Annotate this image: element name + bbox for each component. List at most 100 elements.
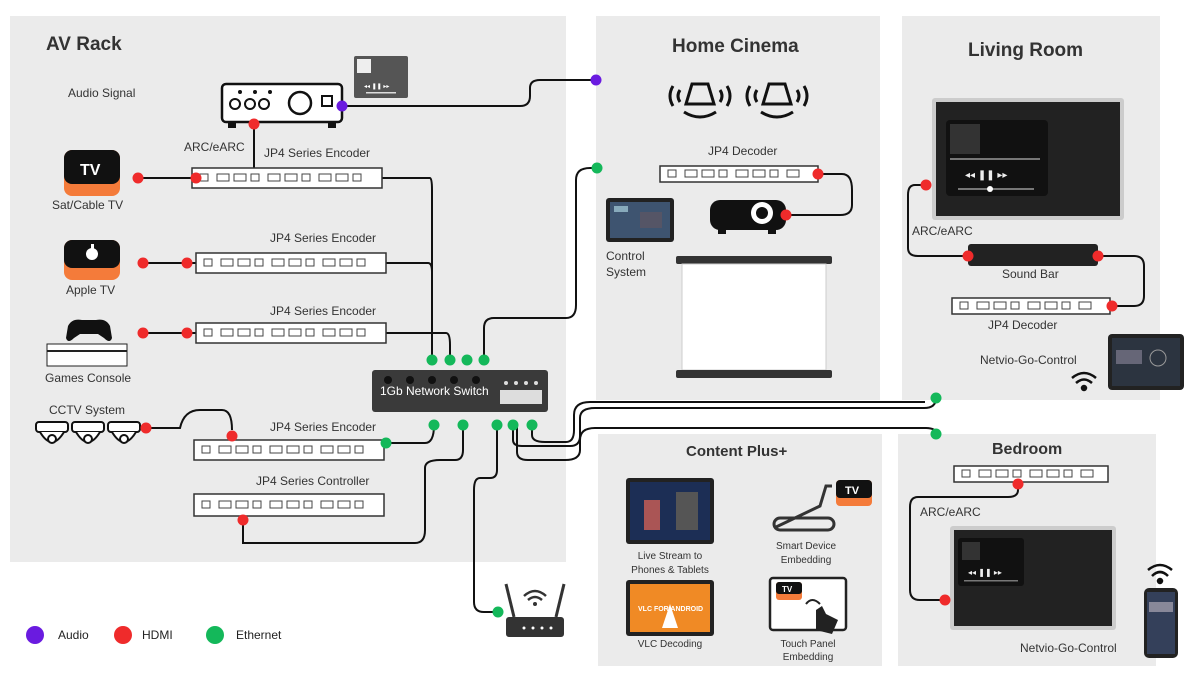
encoder-units (191, 165, 1111, 517)
smart-device-treadmill (772, 480, 872, 532)
cctv-label: CCTV System (49, 403, 126, 417)
ethernet-connector-dot (461, 354, 473, 366)
vlc-label: VLC Decoding (637, 639, 703, 650)
encoder-3 (195, 322, 387, 344)
network-switch (372, 370, 548, 412)
sound-bar-label: Sound Bar (1002, 267, 1059, 281)
hdmi-connector-dot (140, 422, 152, 434)
encoder-label-1: JP4 Series Encoder (264, 146, 371, 160)
hdmi-connector-dot (181, 257, 193, 269)
games-console-label: Games Console (45, 371, 132, 385)
svg-text:◂◂ ❚❚ ▸▸: ◂◂ ❚❚ ▸▸ (965, 170, 1007, 181)
hdmi-connector-dot (190, 172, 202, 184)
svg-text:◂◂ ❚❚ ▸▸: ◂◂ ❚❚ ▸▸ (364, 83, 389, 90)
bedroom-arc-label: ARC/eARC (920, 505, 981, 519)
living-room-title: Living Room (968, 40, 1084, 61)
hdmi-connector-dot (237, 514, 249, 526)
ethernet-connector-dot (478, 354, 490, 366)
content-plus-title: Content Plus+ (686, 443, 788, 460)
sat-tv-badge: TV (80, 162, 101, 179)
lr-arc-label: ARC/eARC (912, 224, 973, 238)
hdmi-connector-dot (812, 168, 824, 180)
hdmi-connector-dot (181, 327, 193, 339)
encoder-label-4: JP4 Series Encoder (270, 420, 377, 434)
home-cinema-decoder (659, 165, 819, 183)
wifi-icon-living (1071, 371, 1097, 392)
ethernet-connector-dot (380, 437, 392, 449)
bedroom-title: Bedroom (992, 441, 1063, 458)
controller-unit (193, 493, 385, 517)
games-console (46, 319, 128, 367)
hdmi-connector-dot (226, 430, 238, 442)
sound-bar (968, 244, 1098, 266)
wifi-router (504, 583, 566, 637)
bedroom-phone (1144, 588, 1178, 658)
sat-tv-box (64, 150, 120, 196)
hdmi-connector-dot (920, 179, 932, 191)
apple-tv-box (64, 240, 120, 280)
connector-dots (132, 74, 1118, 618)
ethernet-connector-dot (457, 419, 469, 431)
lr-netvio-label: Netvio-Go-Control (980, 353, 1077, 367)
controller-label: JP4 Series Controller (256, 474, 370, 488)
speakers (668, 82, 809, 119)
ethernet-connector-dot (930, 392, 942, 404)
touch-panel-badge: TV (782, 585, 793, 594)
cctv-cameras (35, 421, 141, 444)
hdmi-connector-dot (248, 118, 260, 130)
sat-tv-label: Sat/Cable TV (52, 198, 124, 212)
svg-text:◂◂ ❚❚ ▸▸: ◂◂ ❚❚ ▸▸ (968, 568, 1002, 577)
projector-screen (676, 256, 832, 378)
projector (710, 200, 786, 234)
hdmi-connector-dot (962, 250, 974, 262)
bedroom-netvio-label: Netvio-Go-Control (1020, 641, 1117, 655)
control-system-label: Control System (606, 249, 647, 279)
touch-panel-label: Touch Panel Embedding (780, 639, 836, 663)
bedroom-tv: ◂◂ ❚❚ ▸▸ (950, 526, 1116, 630)
legend-ethernet-swatch (206, 626, 224, 644)
home-cinema-title: Home Cinema (672, 36, 799, 57)
smart-device-label: Smart Device Embedding (775, 541, 836, 566)
switch-label: 1Gb Network Switch (380, 384, 489, 398)
live-stream-tablet (626, 478, 714, 544)
ethernet-connector-dot (507, 419, 519, 431)
hdmi-connector-dot (132, 172, 144, 184)
ethernet-connector-dot (491, 419, 503, 431)
vlc-tablet (626, 580, 714, 636)
hc-decoder-label: JP4 Decoder (708, 144, 778, 158)
hdmi-connector-dot (780, 209, 792, 221)
bedroom-decoder (953, 465, 1109, 483)
ethernet-connector-dot (526, 419, 538, 431)
apple-tv-label: Apple TV (66, 283, 116, 297)
encoder-4 (193, 439, 385, 461)
ethernet-connector-dot (930, 428, 942, 440)
audio-connector-dot (336, 100, 348, 112)
live-stream-label: Live Stream to Phones & Tablets (631, 551, 709, 576)
legend-hdmi-label: HDMI (142, 628, 173, 642)
encoder-1 (191, 167, 383, 189)
encoder-label-2: JP4 Series Encoder (270, 231, 377, 245)
av-rack-title: AV Rack (46, 34, 122, 55)
wifi-icon-bedroom (1147, 563, 1173, 585)
smart-device-badge: TV (845, 485, 860, 497)
ethernet-connector-dot (444, 354, 456, 366)
encoder-2 (195, 252, 387, 274)
hdmi-connector-dot (1106, 300, 1118, 312)
ethernet-connector-dot (492, 606, 504, 618)
hdmi-connector-dot (1092, 250, 1104, 262)
touch-panel-icon (768, 576, 848, 634)
legend: Audio HDMI Ethernet (26, 624, 326, 646)
vlc-screen-text: VLC FOR ANDROID (638, 606, 703, 613)
living-room-tablet (1108, 334, 1184, 390)
lr-decoder-label: JP4 Decoder (988, 318, 1058, 332)
living-room-tv: ◂◂ ❚❚ ▸▸ (932, 98, 1124, 220)
hdmi-connector-dot (137, 257, 149, 269)
hdmi-connector-dot (137, 327, 149, 339)
music-player-widget: ◂◂ ❚❚ ▸▸ (354, 56, 408, 98)
legend-audio-label: Audio (58, 628, 89, 642)
legend-hdmi-swatch (114, 626, 132, 644)
hdmi-connector-dot (1012, 478, 1024, 490)
control-panel-device (606, 198, 674, 242)
arc-label-rack: ARC/eARC (184, 140, 245, 154)
